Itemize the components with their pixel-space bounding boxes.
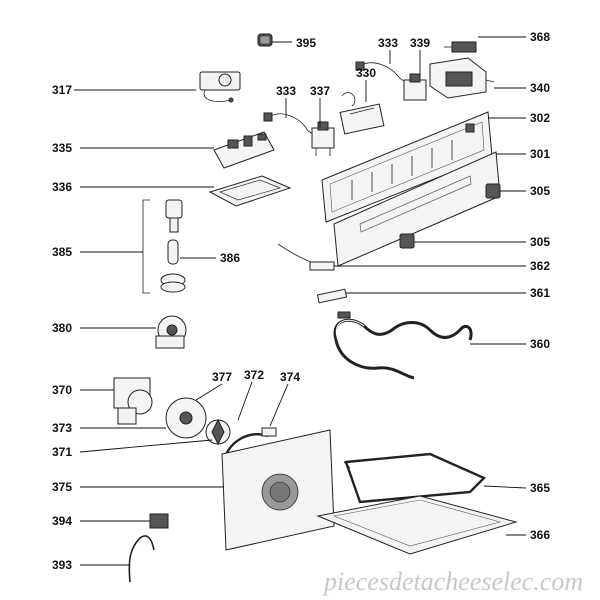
label-373: 373 [52,421,72,435]
label-305-lower: 305 [530,235,550,249]
label-361: 361 [530,286,550,300]
label-371: 371 [52,445,72,459]
label-330: 330 [356,66,376,80]
label-370: 370 [52,383,72,397]
part-360-grill-element-drawing [333,311,473,380]
part-336-frame-drawing [208,175,292,207]
part-330-board-drawing [339,92,385,135]
label-333-right: 333 [378,36,398,50]
leader-lines [74,36,527,566]
part-337-switch-drawing [311,121,335,156]
label-372: 372 [244,368,264,382]
part-labels: 395 317 333 337 330 333 339 368 340 302 … [52,30,550,572]
part-394-connector-drawing [149,513,169,529]
part-362-sensor-drawing [277,243,335,271]
label-335: 335 [52,141,72,155]
part-373-fan-ring-drawing [165,397,207,439]
label-377: 377 [212,370,232,384]
label-302: 302 [530,111,550,125]
label-340: 340 [530,81,550,95]
label-365: 365 [530,481,550,495]
part-366-tray-drawing [316,495,518,555]
part-317-board-drawing [199,71,241,103]
label-339: 339 [410,36,430,50]
label-317: 317 [52,83,72,97]
part-305-knob-lower-drawing [399,233,415,249]
part-368-connector-drawing [444,41,477,53]
part-375-rear-panel-drawing [221,429,335,551]
watermark-text: piecesdetacheeselec.com [322,567,583,596]
label-375: 375 [52,480,72,494]
label-362: 362 [530,259,550,273]
part-361-plate-drawing [316,288,348,304]
part-374-bracket-drawing [261,427,277,437]
label-366: 366 [530,528,550,542]
part-370-motor-drawing [113,377,153,425]
label-394: 394 [52,514,72,528]
label-336: 336 [52,180,72,194]
label-333-left: 333 [276,84,296,98]
part-339-switch-drawing [403,73,427,101]
label-305-upper: 305 [530,184,550,198]
part-371-fan-blade-drawing [205,418,231,446]
label-385: 385 [52,245,72,259]
part-385-lamp-assembly-drawing [142,199,186,294]
label-337: 337 [310,84,330,98]
part-393-wire-drawing [128,535,155,583]
part-365-bottom-element-drawing [343,452,487,504]
part-395-knob-drawing [257,33,273,47]
label-393: 393 [52,558,72,572]
label-360: 360 [530,337,550,351]
label-380: 380 [52,321,72,335]
part-340-module-drawing [429,57,495,99]
label-301: 301 [530,147,550,161]
part-335-board-drawing [213,131,275,169]
label-368: 368 [530,30,550,44]
label-374: 374 [280,370,300,384]
part-380-motor-drawing [155,315,187,349]
part-305-knob-upper-drawing [485,183,501,199]
label-395: 395 [296,36,316,50]
label-386: 386 [220,251,240,265]
